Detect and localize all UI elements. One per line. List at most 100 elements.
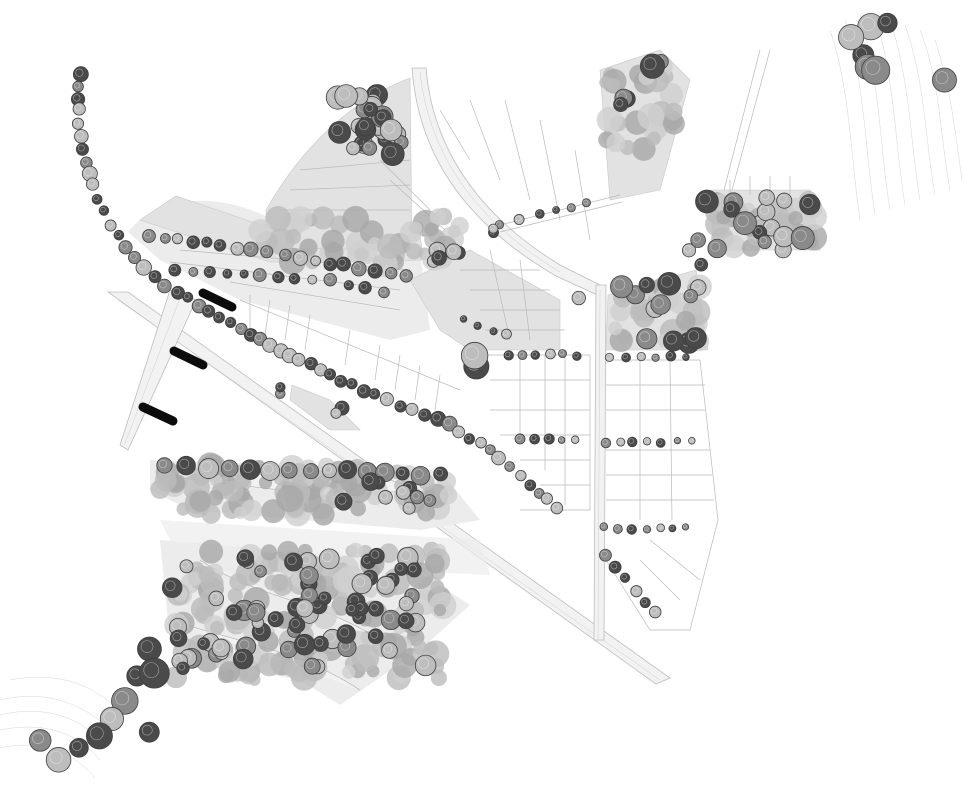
tree: [530, 350, 541, 360]
tree-highlight: [232, 243, 240, 251]
tree: [473, 321, 482, 330]
tree: [142, 229, 156, 243]
tree-highlight: [736, 214, 749, 227]
tree-highlight: [319, 593, 327, 601]
tree-highlight: [725, 203, 735, 213]
canopy-patch: [392, 653, 418, 679]
tree: [463, 433, 475, 445]
canopy-patch: [352, 244, 370, 262]
tree-highlight: [519, 351, 525, 357]
small-structure: [289, 384, 361, 431]
tree-highlight: [400, 598, 409, 607]
tree-highlight: [652, 354, 658, 360]
tree: [673, 437, 682, 445]
tree-highlight: [246, 330, 254, 338]
northern-parcels: [409, 99, 591, 351]
tree-highlight: [496, 221, 501, 227]
tree-highlight: [935, 71, 949, 84]
tree: [552, 206, 561, 214]
canopy-patch: [342, 205, 369, 233]
tree-highlight: [365, 104, 374, 112]
tree-highlight: [263, 464, 274, 475]
tree-highlight: [370, 550, 380, 559]
tree: [368, 388, 381, 400]
tree: [225, 316, 237, 328]
tree-highlight: [689, 438, 694, 443]
tree-highlight: [82, 158, 89, 165]
tree: [336, 624, 356, 644]
tree: [534, 209, 545, 219]
tree: [28, 729, 52, 752]
tree-highlight: [610, 562, 618, 570]
tree-highlight: [778, 195, 787, 204]
tree-highlight: [602, 439, 608, 445]
tree: [452, 425, 465, 439]
tree-highlight: [173, 655, 183, 664]
tree-highlight: [353, 263, 362, 272]
tree-highlight: [502, 330, 509, 336]
canopy-patch: [439, 486, 458, 505]
tree: [171, 285, 185, 300]
canopy-patch: [227, 587, 243, 604]
tree: [642, 525, 652, 534]
tree: [156, 457, 173, 474]
canopy-patch: [450, 216, 469, 236]
tree-highlight: [376, 111, 386, 121]
tree-highlight: [270, 613, 279, 622]
tree-highlight: [412, 492, 420, 500]
tree: [656, 523, 666, 533]
tree: [543, 433, 555, 445]
tree: [299, 566, 319, 586]
canopy-patch: [222, 480, 244, 502]
tree-highlight: [622, 354, 628, 360]
tree-highlight: [354, 576, 366, 587]
tree-highlight: [359, 120, 369, 130]
tree-highlight: [493, 452, 501, 461]
tree-highlight: [223, 462, 233, 472]
canopy-patch: [324, 242, 344, 262]
tree: [877, 12, 898, 34]
tree-highlight: [653, 297, 664, 308]
tree-highlight: [418, 657, 429, 669]
tree-highlight: [226, 318, 233, 325]
tree-highlight: [275, 345, 284, 354]
tree: [410, 465, 431, 486]
tree: [648, 605, 662, 619]
tree-highlight: [486, 445, 493, 452]
tree-highlight: [347, 379, 354, 386]
tree-highlight: [380, 492, 388, 500]
canopy-patch: [248, 219, 272, 243]
tree-highlight: [210, 592, 219, 601]
tree-highlight: [173, 234, 180, 241]
canopy-patch: [433, 603, 447, 617]
tree-highlight: [321, 551, 333, 563]
tree: [524, 479, 537, 492]
tree-highlight: [505, 351, 511, 358]
tree: [345, 602, 360, 617]
tree-highlight: [72, 740, 83, 751]
tree: [260, 245, 274, 259]
tree-highlight: [302, 569, 313, 579]
tree: [295, 599, 314, 618]
tree-highlight: [144, 231, 152, 239]
tree: [232, 648, 254, 670]
tree-highlight: [572, 436, 577, 442]
tree-highlight: [474, 322, 480, 328]
canopy-patch: [350, 500, 366, 517]
tree: [363, 102, 379, 117]
tree-highlight: [644, 438, 649, 443]
tree: [406, 562, 422, 578]
tree-highlight: [632, 586, 639, 594]
tree-highlight: [545, 435, 552, 441]
tree: [45, 747, 72, 773]
tree-highlight: [454, 427, 461, 435]
tree-highlight: [683, 354, 688, 359]
tree: [491, 450, 506, 466]
tree-highlight: [386, 268, 394, 276]
tree: [621, 352, 631, 363]
tree: [91, 193, 103, 205]
tree-highlight: [345, 281, 351, 287]
tree: [252, 268, 267, 282]
tree-highlight: [638, 353, 643, 359]
tree-highlight: [143, 662, 160, 678]
